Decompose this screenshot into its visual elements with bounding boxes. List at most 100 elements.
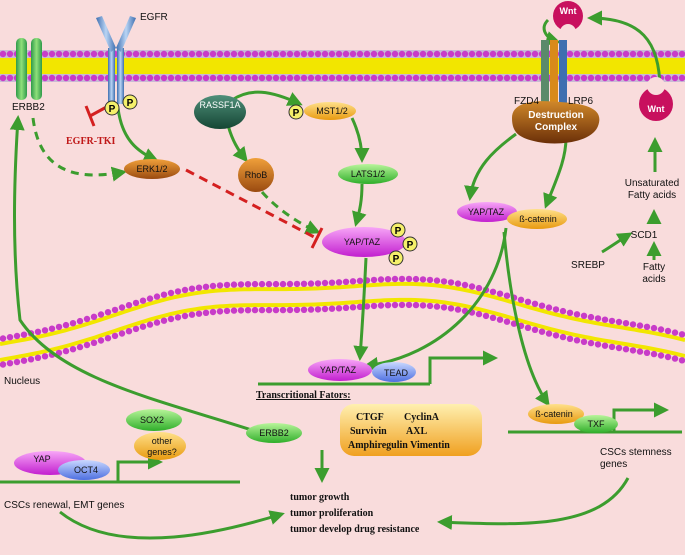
destruction-label-2: Complex	[535, 122, 578, 133]
arrow-tead-right	[428, 350, 498, 384]
lipid-head	[216, 50, 224, 58]
lipid-head	[643, 50, 651, 58]
lipid-head	[454, 50, 462, 58]
lipid-head	[104, 335, 112, 342]
lipid-head	[671, 74, 679, 82]
inhibit-erk-yaptaz-bar	[310, 227, 324, 249]
lipid-head	[377, 74, 385, 82]
oct4-label: OCT4	[74, 465, 98, 475]
lipid-head	[475, 50, 483, 58]
lipid-head	[566, 74, 574, 82]
lipid-head	[62, 347, 70, 355]
lipid-head	[230, 307, 238, 314]
lipid-head	[573, 311, 581, 318]
wnt-side-label: Wnt	[648, 104, 665, 114]
arrow-srebp-scd1	[601, 232, 633, 254]
tead-label: TEAD	[384, 368, 409, 378]
lipid-head	[349, 278, 357, 285]
lipid-head	[510, 74, 518, 82]
nuc-catenin-label: ß-catenin	[535, 409, 573, 419]
lipid-head	[160, 50, 168, 58]
lipid-head	[293, 74, 301, 82]
lipid-head	[398, 50, 406, 58]
lipid-head	[202, 309, 210, 316]
lipid-head	[517, 74, 525, 82]
lipid-head	[188, 74, 196, 82]
lipid-head	[629, 50, 637, 58]
stemness-label-2: genes	[600, 459, 627, 470]
lipid-head	[34, 328, 42, 335]
lipid-head	[461, 50, 469, 58]
lipid-head	[76, 317, 84, 325]
lipid-head	[286, 74, 294, 82]
lipid-head	[6, 360, 14, 367]
lipid-head	[62, 321, 70, 329]
lipid-head	[573, 74, 581, 82]
lipid-head	[566, 335, 574, 342]
lipid-head	[503, 292, 511, 299]
other-label-1: other	[152, 436, 173, 446]
lipid-head	[531, 300, 539, 307]
lipid-head	[664, 74, 672, 82]
lipid-head	[139, 74, 147, 82]
lipid-head	[643, 349, 651, 356]
lipid-head	[41, 50, 49, 58]
lipid-head	[398, 74, 406, 82]
lipid-head	[272, 306, 280, 314]
lipid-head	[244, 307, 252, 314]
lipid-head	[97, 311, 105, 318]
lipid-head	[657, 352, 665, 359]
lipid-head	[244, 281, 252, 288]
fatty-label-1: Fatty	[643, 262, 665, 273]
lipid-head	[412, 301, 420, 309]
lipid-head	[181, 312, 189, 320]
lipid-head	[510, 50, 518, 58]
lipid-head	[496, 290, 504, 297]
lipid-head	[398, 275, 406, 283]
lipid-head	[650, 324, 658, 332]
lipid-head	[41, 353, 49, 360]
lipid-head	[160, 74, 168, 82]
lipid-head	[307, 280, 315, 287]
lipid-head	[69, 320, 77, 327]
lipid-head	[489, 50, 497, 58]
lipid-head	[657, 50, 665, 58]
lipid-head	[440, 278, 448, 285]
lipid-head	[244, 50, 252, 58]
lipid-head	[160, 291, 168, 298]
lipid-head	[664, 50, 672, 58]
lipid-head	[377, 302, 385, 309]
lipid-head	[293, 50, 301, 58]
erbb2-label: ERBB2	[12, 102, 45, 113]
lipid-head	[76, 343, 84, 351]
lipid-head	[265, 306, 273, 314]
lipid-head	[181, 50, 189, 58]
lipid-head	[139, 323, 147, 330]
lipid-head	[552, 332, 560, 339]
lipid-head	[405, 74, 413, 82]
lipid-head	[545, 330, 553, 337]
lipid-head	[258, 74, 266, 82]
lipid-head	[510, 320, 518, 327]
lipid-head	[279, 74, 287, 82]
lipid-head	[195, 284, 203, 291]
lipid-head	[671, 355, 679, 362]
lipid-head	[580, 338, 588, 345]
lipid-head	[615, 50, 623, 58]
lipid-head	[97, 337, 105, 344]
lipid-head	[258, 306, 266, 314]
lipid-head	[146, 50, 154, 58]
lipid-head	[251, 306, 259, 314]
lipid-head	[6, 334, 14, 341]
lipid-head	[202, 50, 210, 58]
lipid-head	[48, 50, 56, 58]
lipid-head	[629, 74, 637, 82]
arrow-stemness-outcomes	[437, 477, 630, 530]
arrow-rassf1a-rhob	[226, 124, 248, 163]
arrow-txf-right	[612, 402, 669, 432]
lipid-head	[55, 323, 63, 331]
lipid-head	[174, 74, 182, 82]
tf-axl: AXL	[406, 426, 427, 437]
lipid-head	[237, 50, 245, 58]
lipid-head	[300, 280, 308, 287]
